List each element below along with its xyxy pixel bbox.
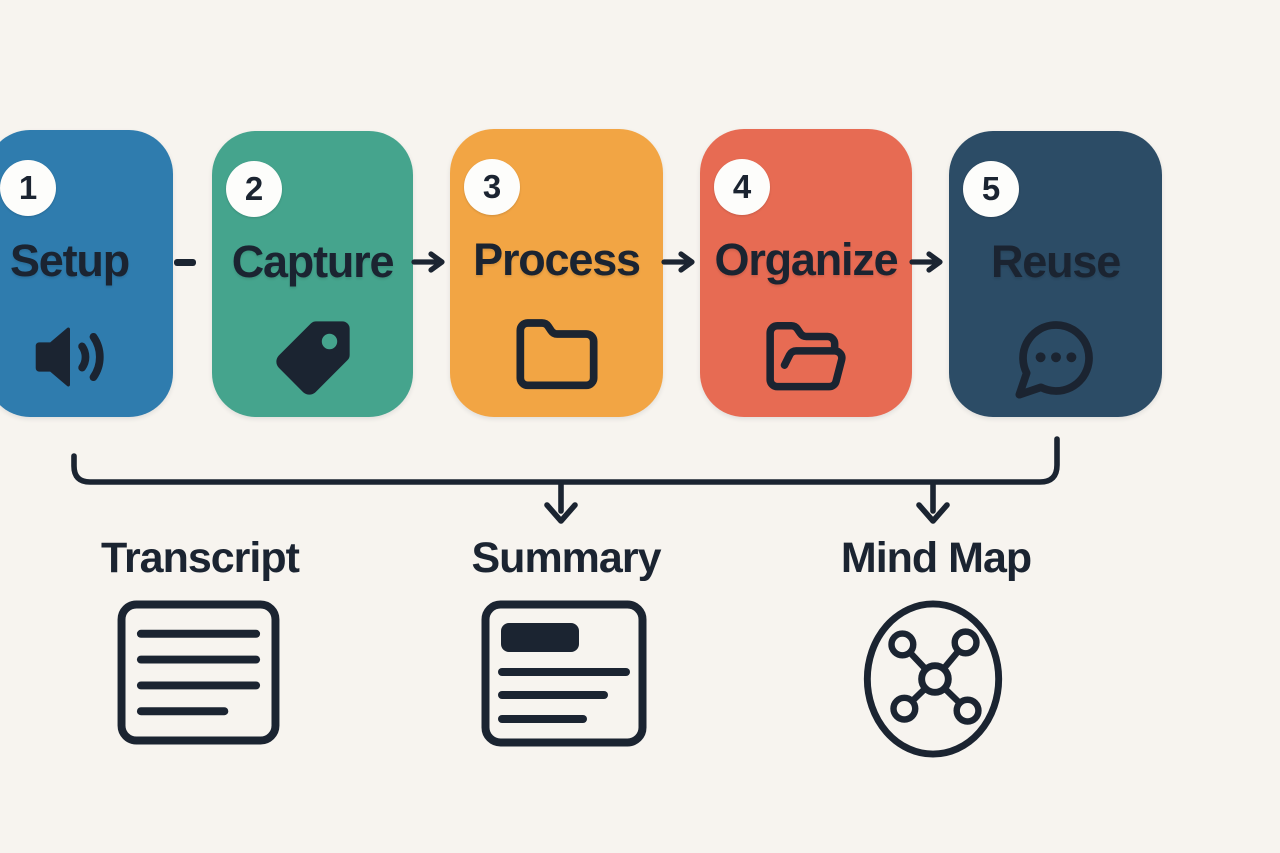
flow-arrow-icon (661, 251, 695, 273)
tag-icon (269, 314, 357, 402)
step-card-setup: 1 Setup (0, 130, 173, 417)
step-card-organize: 4 Organize (700, 129, 912, 417)
step-label: Capture (231, 236, 395, 287)
down-arrow-icon (544, 481, 578, 524)
summary-document-icon (481, 600, 647, 747)
mind-map-icon (862, 600, 1004, 760)
folder-icon (513, 312, 601, 400)
output-label-summary: Summary (471, 534, 662, 582)
step-number-badge: 3 (464, 159, 520, 215)
chat-bubble-icon (1012, 314, 1100, 402)
output-label-transcript: Transcript (101, 534, 300, 582)
speaker-icon (26, 313, 114, 401)
step-number-badge: 4 (714, 159, 770, 215)
flow-arrow-icon (909, 251, 943, 273)
bracket-line (71, 436, 1060, 485)
open-folder-icon (758, 315, 854, 401)
step-label: Reuse (990, 236, 1121, 287)
flow-arrow-icon (411, 251, 445, 273)
step-card-reuse: 5 Reuse (949, 131, 1162, 417)
step-label: Organize (714, 234, 899, 285)
step-number-badge: 5 (963, 161, 1019, 217)
output-label-mindmap: Mind Map (840, 534, 1032, 582)
transcript-document-icon (117, 600, 280, 745)
step-card-capture: 2 Capture (212, 131, 413, 417)
step-number-badge: 2 (226, 161, 282, 217)
step-number-badge: 1 (0, 160, 56, 216)
flow-connector-dash (174, 259, 196, 266)
step-card-process: 3 Process (450, 129, 663, 417)
down-arrow-icon (916, 481, 950, 524)
step-label: Process (473, 234, 641, 285)
step-label: Setup (9, 235, 130, 286)
